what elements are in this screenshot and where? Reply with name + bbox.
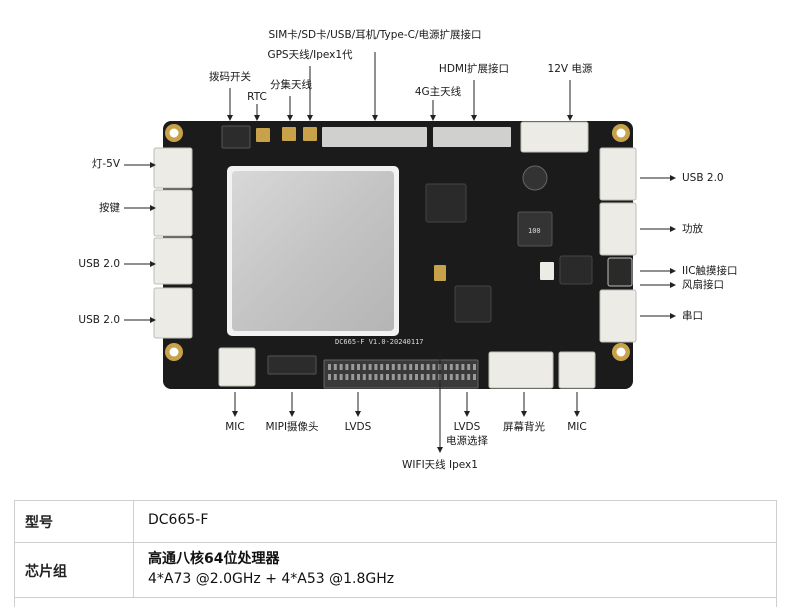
header-pin bbox=[473, 364, 476, 370]
callout-lvds-power-2: 电源选择 bbox=[446, 435, 488, 447]
header-pin bbox=[432, 374, 436, 380]
header-pin bbox=[374, 364, 378, 370]
callout-fan: 风扇接口 bbox=[682, 279, 724, 291]
header-pin bbox=[328, 364, 331, 370]
callout-sim-card: SIM卡/SD卡/USB/耳机/Type-C/电源扩展接口 bbox=[268, 29, 482, 41]
header-pin bbox=[386, 364, 389, 370]
callout-usb-left-b: USB 2.0 bbox=[78, 314, 120, 326]
spec-value: 高通八核64位处理器 bbox=[148, 551, 280, 567]
callout-diversity-antenna: 分集天线 bbox=[270, 79, 312, 91]
callout-dip-switch: 拨码开关 bbox=[209, 71, 251, 83]
board-silk-text: 100 DC665-F V1.0-20240117 bbox=[335, 227, 541, 346]
header-pin bbox=[426, 364, 430, 370]
header-pin bbox=[444, 374, 447, 380]
header-pin bbox=[420, 374, 424, 380]
callout-keys: 按键 bbox=[99, 202, 120, 214]
header-pin bbox=[339, 364, 343, 370]
header-pin bbox=[415, 364, 418, 370]
header-pin bbox=[449, 364, 453, 370]
header-pin bbox=[449, 374, 453, 380]
callout-amplifier: 功放 bbox=[682, 223, 703, 235]
header-pin bbox=[461, 374, 465, 380]
callout-usb-right: USB 2.0 bbox=[682, 172, 724, 184]
svg-text:100: 100 bbox=[528, 227, 541, 235]
callout-wifi-antenna: WIFI天线 Ipex1 bbox=[402, 459, 478, 471]
mounting-holes bbox=[165, 124, 630, 361]
spec-row-model: 型号 DC665-F bbox=[15, 500, 776, 543]
callout-lvds: LVDS bbox=[344, 421, 372, 433]
header-pin bbox=[420, 364, 424, 370]
header-pin bbox=[362, 374, 366, 380]
header-pin bbox=[368, 374, 372, 380]
spec-value: DC665-F bbox=[148, 512, 209, 528]
right-connectors bbox=[599, 147, 637, 343]
callout-mipi-camera: MIPI摄像头 bbox=[265, 421, 319, 433]
header-pin bbox=[403, 374, 407, 380]
header-pin bbox=[409, 364, 413, 370]
header-pin bbox=[380, 364, 384, 370]
header-pin bbox=[368, 364, 372, 370]
header-pin bbox=[473, 374, 476, 380]
header-pin bbox=[444, 364, 447, 370]
header-pin bbox=[351, 374, 355, 380]
spec-key: 型号 bbox=[25, 515, 53, 531]
header-pin bbox=[432, 364, 436, 370]
header-pin bbox=[380, 374, 384, 380]
header-pin bbox=[328, 374, 331, 380]
header-pin bbox=[397, 364, 401, 370]
spec-table: 型号 DC665-F 芯片组 高通八核64位处理器 4*A73 @2.0GHz … bbox=[14, 500, 777, 607]
header-pin bbox=[455, 374, 459, 380]
header-pin bbox=[345, 364, 349, 370]
callout-4g-antenna: 4G主天线 bbox=[414, 86, 462, 98]
chips bbox=[425, 165, 593, 323]
header-pin bbox=[357, 364, 360, 370]
header-pin bbox=[467, 374, 471, 380]
svg-text:DC665-F V1.0-20240117: DC665-F V1.0-20240117 bbox=[335, 338, 424, 346]
header-pin bbox=[461, 364, 465, 370]
callout-light-5v: 灯-5V bbox=[91, 158, 120, 170]
header-pin bbox=[362, 364, 366, 370]
header-pin bbox=[357, 374, 360, 380]
header-pin bbox=[386, 374, 389, 380]
header-pin bbox=[345, 374, 349, 380]
header-pin bbox=[426, 374, 430, 380]
header-pin bbox=[467, 364, 471, 370]
header-pin bbox=[333, 374, 337, 380]
header-pin bbox=[391, 364, 395, 370]
callout-arrows bbox=[124, 52, 676, 453]
callout-iic-touch: IIC触摸接口 bbox=[682, 265, 738, 277]
header-pin bbox=[339, 374, 343, 380]
header-pin bbox=[333, 364, 337, 370]
callout-serial: 串口 bbox=[682, 310, 703, 322]
callout-backlight: 屏幕背光 bbox=[503, 421, 545, 433]
header-pin bbox=[397, 374, 401, 380]
callout-12v-power: 12V 电源 bbox=[547, 63, 593, 75]
callout-rtc: RTC bbox=[247, 91, 267, 103]
top-connectors bbox=[221, 121, 589, 153]
header-pin bbox=[455, 364, 459, 370]
callout-hdmi: HDMI扩展接口 bbox=[438, 63, 510, 75]
header-pin bbox=[391, 374, 395, 380]
callout-gps-antenna: GPS天线/Ipex1代 bbox=[267, 49, 353, 61]
header-pin bbox=[351, 364, 355, 370]
spec-key: 芯片组 bbox=[25, 564, 67, 580]
left-connectors bbox=[153, 147, 193, 339]
header-pin bbox=[415, 374, 418, 380]
header-pin bbox=[403, 364, 407, 370]
callout-mic-left: MIC bbox=[225, 421, 245, 433]
board-illustration: 100 DC665-F V1.0-20240117 bbox=[124, 52, 676, 453]
callout-lvds-power-1: LVDS bbox=[453, 421, 481, 433]
header-pin bbox=[374, 374, 378, 380]
spec-row-chipset: 芯片组 高通八核64位处理器 4*A73 @2.0GHz + 4*A53 @1.… bbox=[15, 542, 776, 598]
callout-mic-right: MIC bbox=[567, 421, 587, 433]
spec-value: 4*A73 @2.0GHz + 4*A53 @1.8GHz bbox=[148, 571, 395, 587]
callout-usb-left-a: USB 2.0 bbox=[78, 258, 120, 270]
header-pin bbox=[409, 374, 413, 380]
